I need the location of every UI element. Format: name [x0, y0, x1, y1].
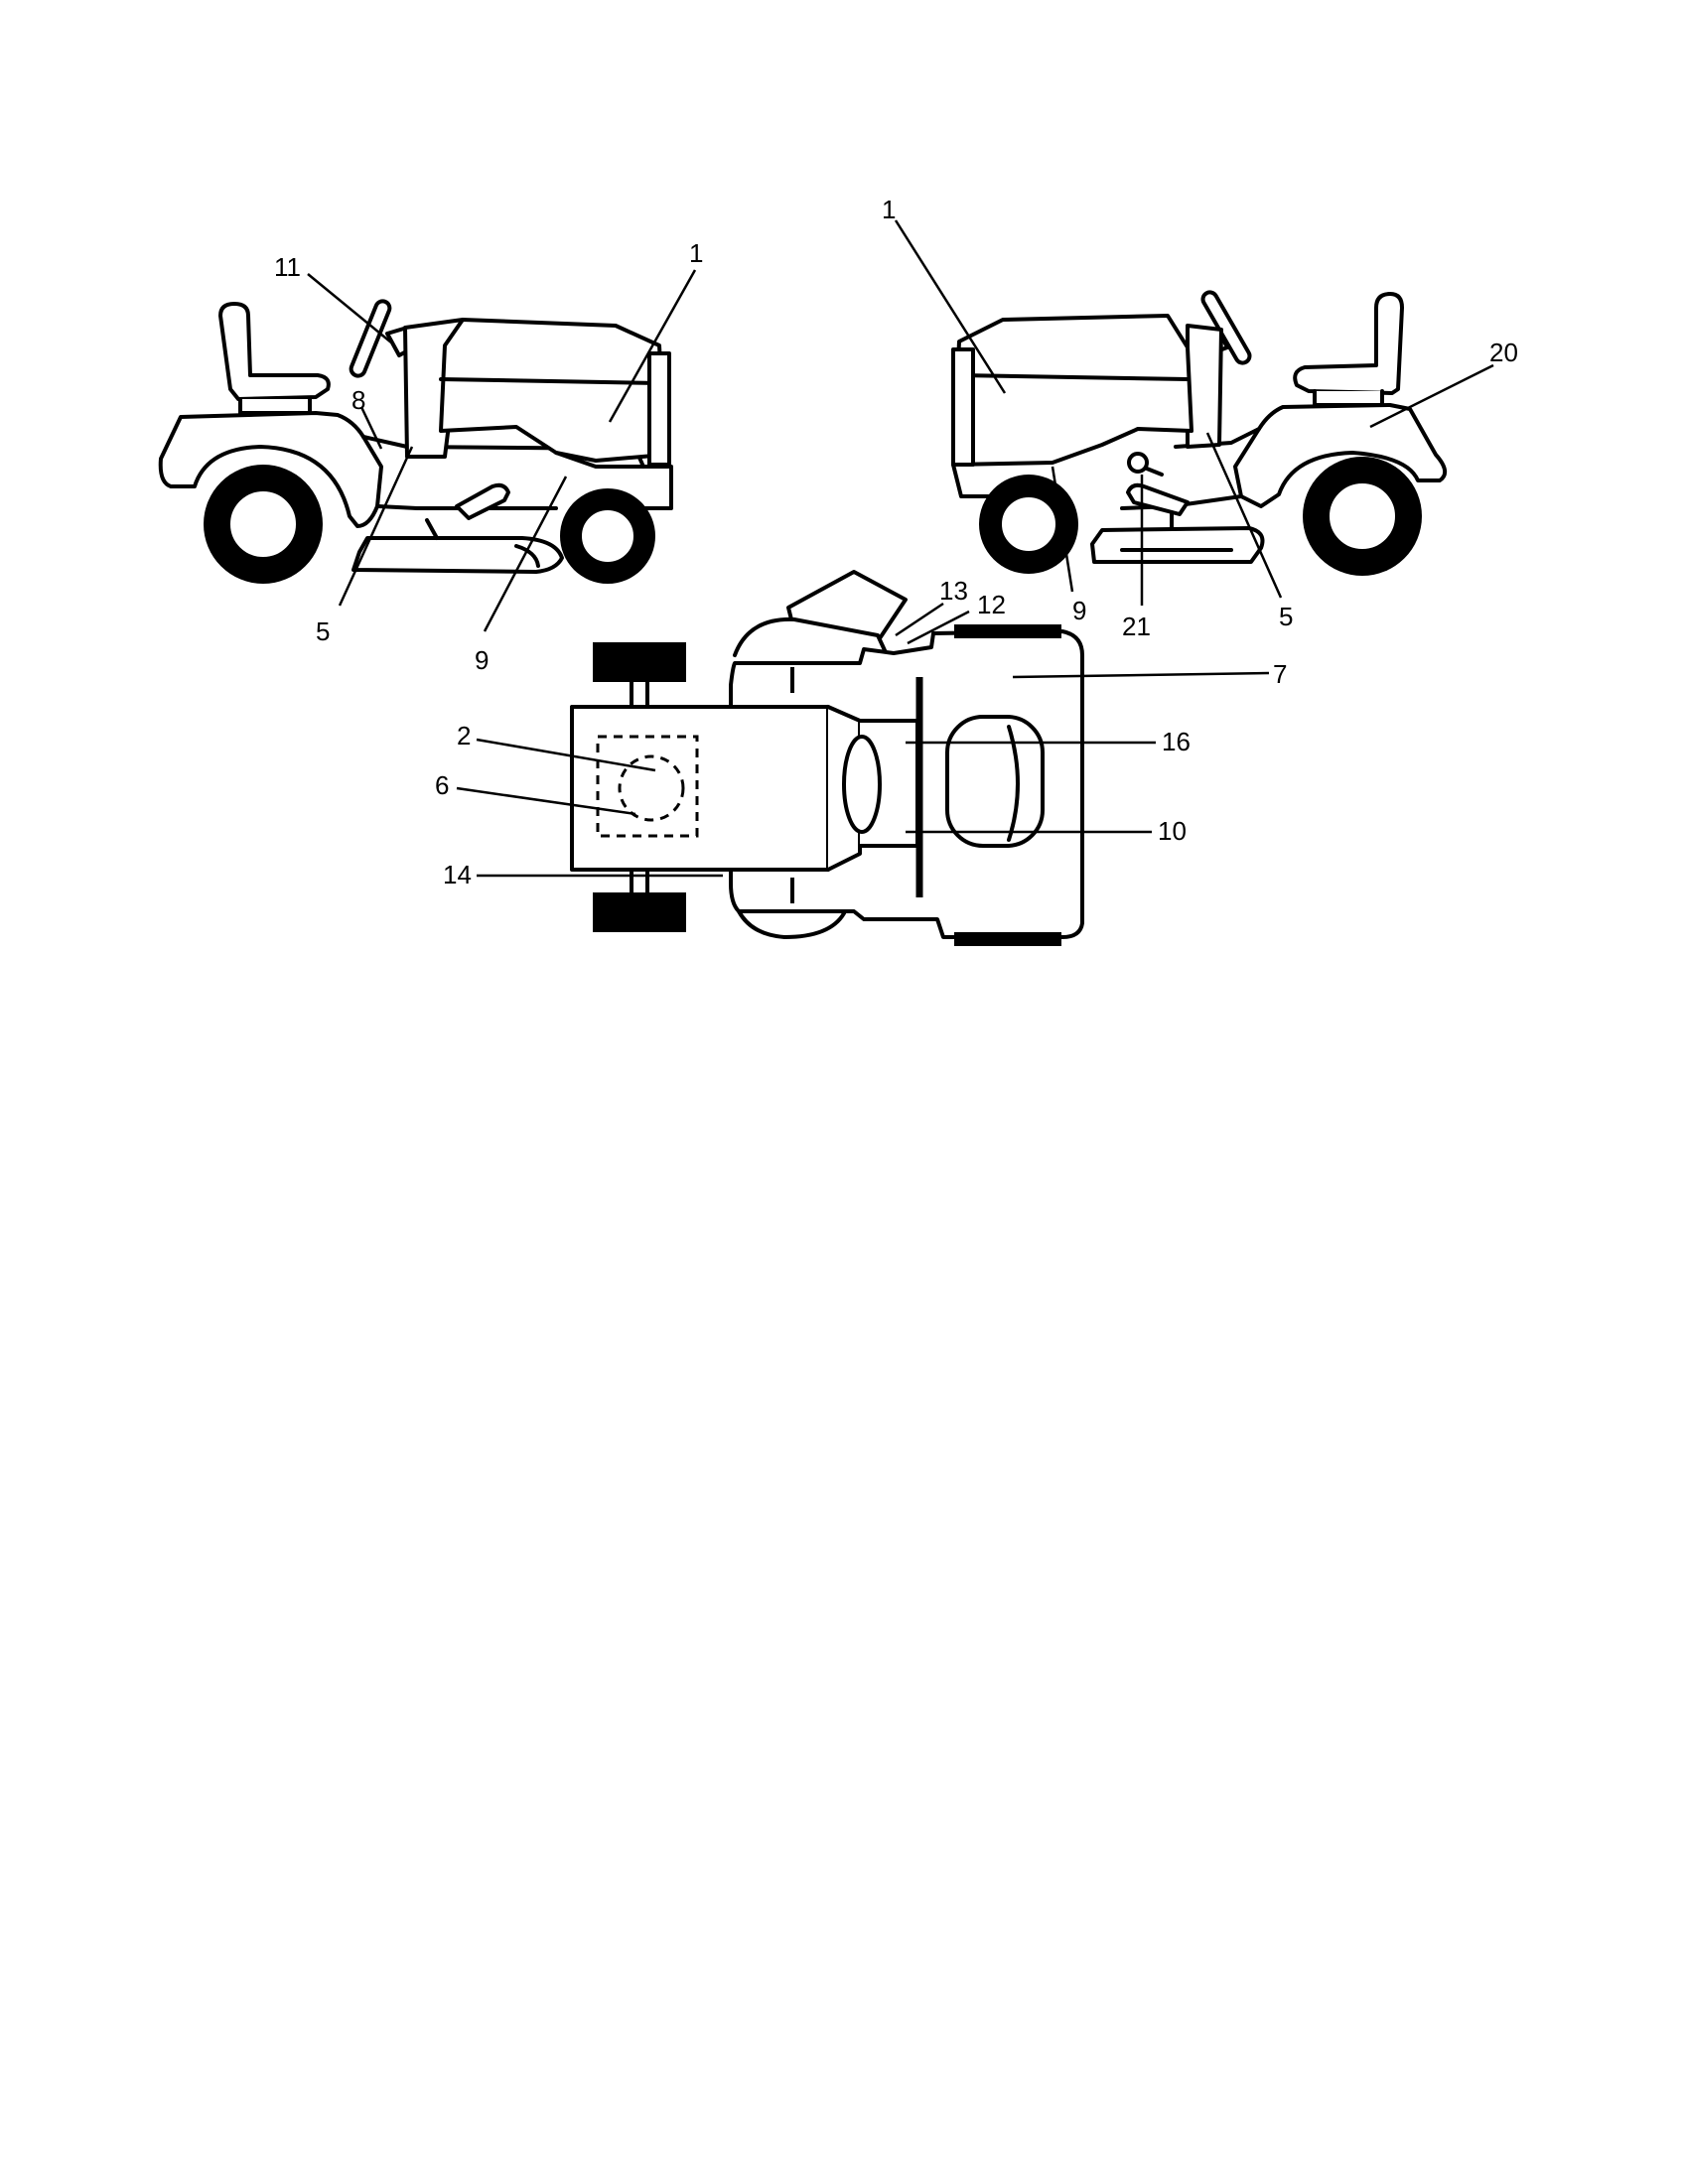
callout-1: 1 — [689, 238, 703, 268]
callout-6: 6 — [435, 770, 449, 800]
callout-1: 1 — [882, 195, 896, 224]
callout-9: 9 — [1072, 596, 1086, 625]
callout-7: 7 — [1273, 659, 1287, 689]
callout-11: 11 — [274, 252, 301, 282]
callout-5: 5 — [316, 616, 330, 646]
callout-5: 5 — [1279, 602, 1293, 631]
callout-10: 10 — [1158, 816, 1187, 846]
callout-21: 21 — [1122, 612, 1151, 641]
callout-20: 20 — [1489, 338, 1518, 367]
right-view-callouts: 1 20 9 21 5 — [882, 195, 1518, 641]
callout-12: 12 — [977, 590, 1006, 619]
tractor-right-side-view — [894, 219, 1494, 606]
callout-9: 9 — [475, 645, 489, 675]
callout-14: 14 — [443, 860, 472, 889]
left-view-callouts: 11 1 8 5 9 — [274, 238, 703, 675]
callout-8: 8 — [351, 385, 365, 415]
tractor-left-side-view — [158, 269, 697, 632]
callout-13: 13 — [939, 576, 968, 606]
callout-16: 16 — [1162, 727, 1191, 756]
callout-2: 2 — [457, 721, 471, 751]
tractor-top-view — [456, 570, 1270, 946]
top-view-callouts: 13 12 7 2 16 6 10 14 — [435, 576, 1287, 889]
